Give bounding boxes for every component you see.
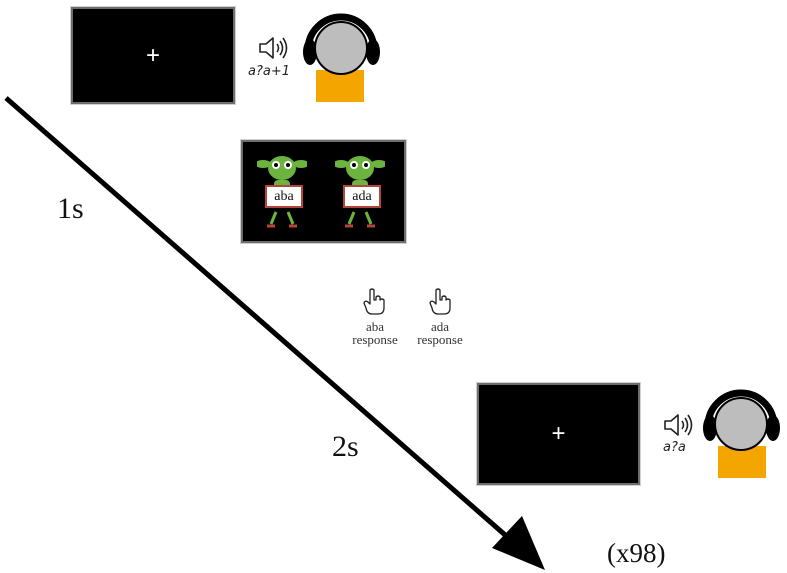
fixation-screen-2: +	[477, 383, 640, 485]
listener-face	[714, 397, 768, 451]
fixation-cross: +	[551, 420, 566, 447]
option-card-right: ada	[343, 185, 381, 208]
listener-with-headphones-icon	[703, 389, 780, 478]
timeline-arrow-head	[492, 516, 545, 570]
interval-label-2: 2s	[332, 430, 359, 463]
pointing-hand-icon	[429, 288, 451, 315]
option-label-right: ada	[352, 188, 372, 204]
fixation-cross: +	[145, 41, 161, 69]
response-label-left: aba response	[340, 320, 410, 346]
listener-shirt	[316, 70, 364, 102]
stimulus-label-2: a?a	[663, 440, 686, 455]
pointing-hand-icon	[363, 288, 385, 315]
option-card-left: aba	[265, 185, 303, 208]
option-label-left: aba	[274, 188, 294, 204]
repeat-count-label: (x98)	[607, 538, 666, 568]
interval-label-1: 1s	[57, 192, 84, 225]
response-label-right-line1: ada	[430, 319, 450, 334]
choice-screen: aba ada	[241, 140, 406, 243]
speaker-icon	[259, 37, 288, 59]
speaker-icon	[664, 414, 693, 436]
listener-shirt	[718, 446, 766, 478]
fixation-screen-1: +	[71, 7, 235, 104]
stimulus-label-1: a?a+1	[248, 64, 290, 79]
timeline-arrow-shaft	[4, 96, 522, 550]
response-label-left-line1: aba	[365, 319, 385, 334]
listener-with-headphones-icon	[303, 13, 380, 102]
listener-face	[314, 21, 368, 75]
response-label-right-line2: response	[417, 332, 463, 347]
response-label-right: ada response	[405, 320, 475, 346]
response-label-left-line2: response	[352, 332, 398, 347]
